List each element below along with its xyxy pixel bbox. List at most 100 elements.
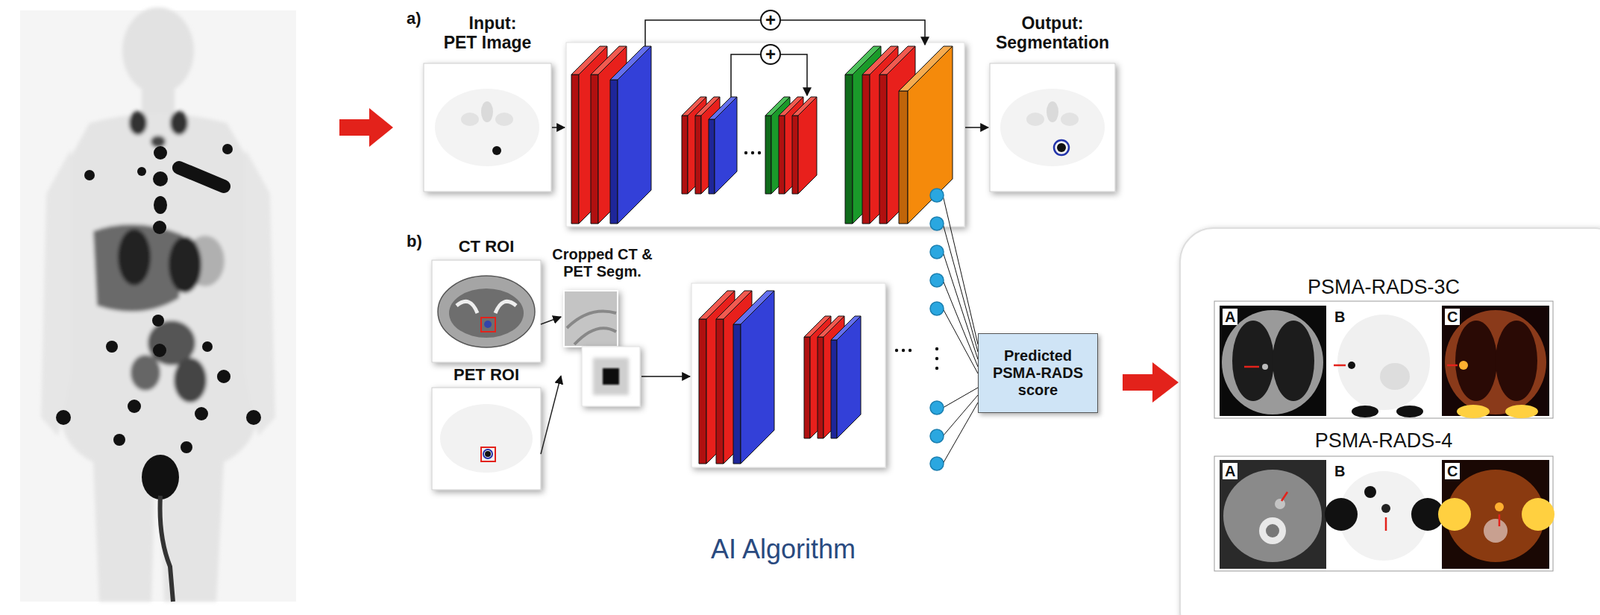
ct-roi-image [484,320,492,329]
fc-neurons [930,429,944,444]
cnn-network [698,290,861,464]
pet-mip-image [170,111,188,136]
box-label: Predicted PSMA-RADS score [978,334,1098,413]
example-images-3c [1455,320,1498,402]
flow-arrow-small [965,126,989,129]
image-panel: Input: PET Image [423,13,552,192]
pet-mip-image [55,410,71,426]
connector-line [540,317,561,325]
example-images-3c [1396,405,1424,418]
panel-heading: Cropped CT & PET Segm. [548,246,657,281]
unet-network [695,115,702,194]
pet-slice-image [1000,88,1105,167]
fc-lines [942,195,978,464]
result-panel [1180,228,1600,615]
ct-roi-image [431,260,541,363]
pet-mip-image [105,340,118,353]
pet-slice-image [1053,140,1069,156]
sum-node: + [760,9,781,31]
pet-mip-image [152,343,167,358]
ellipsis [935,347,939,351]
pet-slice-image [423,63,552,192]
cropped-images [566,311,617,346]
pet-mip-image [152,220,167,235]
section-label: a) [406,8,422,29]
pet-mip-image [180,441,193,454]
example-images-3c [1329,305,1439,417]
unet-network [798,96,817,194]
ct-roi-image [456,301,517,314]
subfigure-letter: C [1444,463,1460,480]
pet-mip-image [179,167,224,187]
unet-network [617,46,652,224]
skip-connection [780,20,925,45]
ellipsis [895,349,899,353]
pet-roi-image [483,449,493,459]
example-images-3c [1219,305,1327,417]
pet-roi-image [484,451,491,458]
pet-mip-image [246,410,262,426]
pet-mip-image [130,355,161,391]
ct-roi-image [481,317,496,332]
pet-mip-image [55,143,262,500]
ct-roi-image [437,275,535,348]
flow-arrow-small [641,375,690,378]
ellipsis [901,349,905,353]
roi-image: PET ROI [431,365,541,491]
pet-roi-image [431,387,541,491]
cnn-network [698,319,707,464]
unet-network [610,79,618,224]
pet-mip-image [20,10,297,602]
panel-heading: PET ROI [431,365,541,385]
unet-network [879,74,887,224]
pet-mip-image [129,111,147,136]
ellipsis [935,357,939,361]
pet-mip-image [168,236,202,294]
image-panel: Output: Segmentation [989,13,1116,192]
pet-mip-image [84,170,95,181]
example-images-4 [1223,469,1322,563]
unet-network [566,42,965,227]
pet-mip-image [217,369,231,384]
example-images-4 [1483,519,1508,544]
example-panel: PSMA-RADS-3CABC [1214,273,1554,419]
pet-slice-image [460,112,479,127]
cropped-images [563,290,640,407]
subfigure-letter: B [1332,308,1348,326]
fc-lines [942,252,978,360]
cropped-images [593,358,629,396]
cnn-network [691,283,886,468]
fc-neurons [930,302,944,316]
pet-mip-image [173,358,207,403]
pet-mip-image [122,7,194,94]
flow-arrow [339,119,371,136]
unet-network [681,115,688,194]
sum-symbol: + [761,11,780,30]
example-images-3c [1333,364,1346,367]
example-images-4 [1521,498,1555,532]
cnn-network [691,283,886,468]
panel-title: PSMA-RADS-4 [1214,429,1554,453]
unet-network [862,74,870,224]
flow-arrow [1122,374,1154,391]
fc-lines [942,223,978,353]
pet-mip-image [153,146,168,160]
example-images-3c [1347,361,1356,370]
example-images-4 [1274,499,1286,510]
unet-network [571,46,953,224]
unet-network [714,96,737,194]
cnn-network [716,319,724,464]
unet-network [845,74,853,224]
example-images-3c [1232,320,1275,402]
example-images-4 [1281,492,1288,502]
pet-mip-image [245,149,276,437]
result-panel [1214,301,1554,419]
example-images-3c [1447,364,1458,367]
example-images-3c [1272,320,1315,402]
cropped-images [563,290,618,347]
roi-image: CT ROI [431,237,541,363]
example-images-3c [1337,314,1430,411]
example-images-3c [1221,310,1324,415]
example-images-4 [1259,517,1286,545]
